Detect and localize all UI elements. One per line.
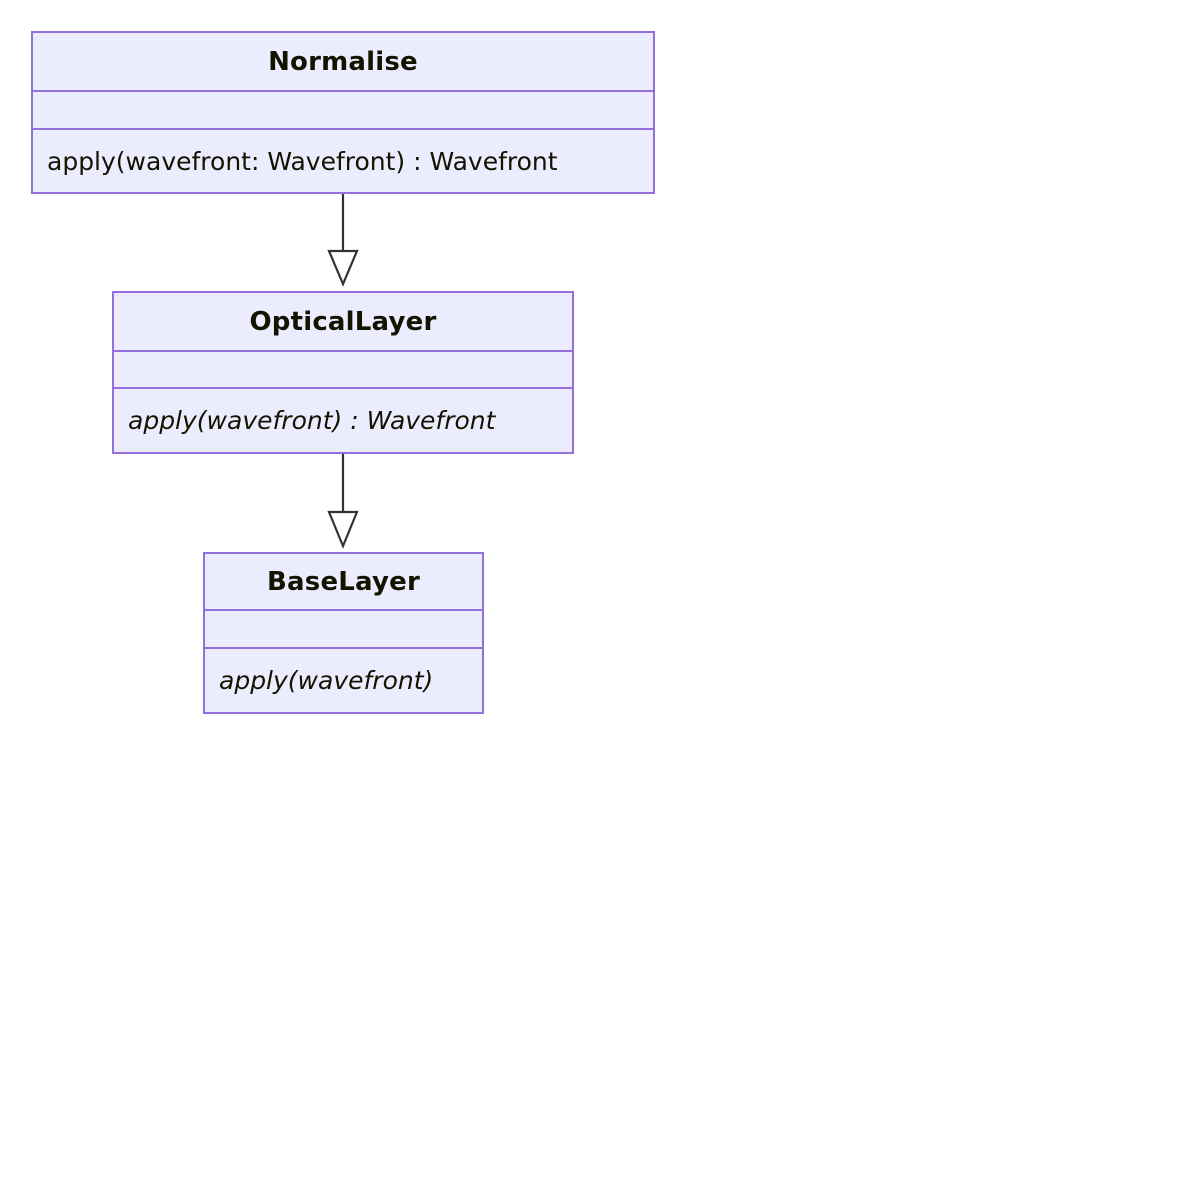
compartment-divider [205,647,482,649]
hollow-triangle-arrowhead-icon [327,249,359,287]
inheritance-edge-opticallayer-baselayer[interactable] [320,450,366,556]
compartment-divider [205,609,482,611]
hollow-triangle-arrowhead-icon [327,510,359,549]
attributes-compartment-baselayer [205,611,482,647]
compartment-divider [114,350,572,352]
class-name-normalise: Normalise [268,46,418,77]
compartment-divider [33,90,653,92]
compartment-divider [114,387,572,389]
class-name-opticallayer: OpticalLayer [249,306,437,337]
attributes-compartment-normalise [33,92,653,128]
class-node-opticallayer[interactable]: OpticalLayer apply(wavefront) : Wavefron… [112,291,574,454]
method-baselayer-apply: apply(wavefront) [219,666,434,695]
method-normalise-apply: apply(wavefront: Wavefront) : Wavefront [47,146,558,176]
class-node-normalise[interactable]: Normalise apply(wavefront: Wavefront) : … [31,31,655,194]
compartment-divider [33,128,653,130]
method-opticallayer-apply: apply(wavefront) : Wavefront [128,406,496,435]
class-name-baselayer: BaseLayer [267,566,420,597]
attributes-compartment-opticallayer [114,352,572,387]
inheritance-edge-normalise-opticallayer[interactable] [320,190,366,294]
class-node-baselayer[interactable]: BaseLayer apply(wavefront) [203,552,484,714]
